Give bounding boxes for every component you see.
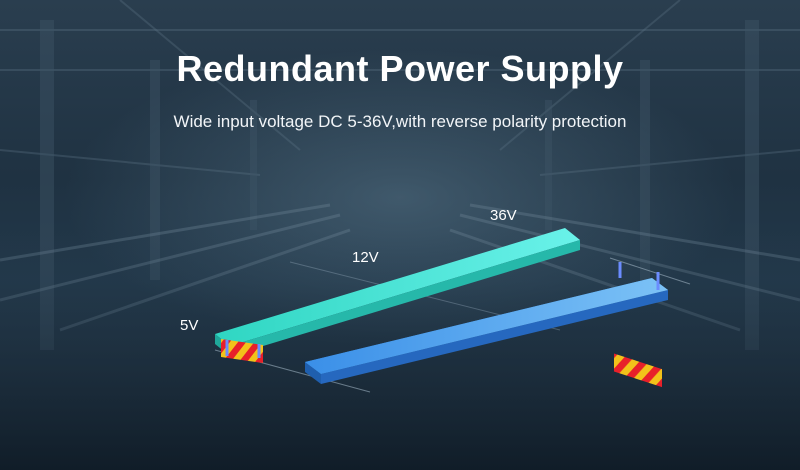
- label-12v: 12V: [352, 249, 379, 266]
- input-voltage-bar: [215, 228, 580, 356]
- label-5v: 5V: [180, 317, 198, 334]
- road-barrier-icon: [221, 339, 263, 363]
- label-36v: 36V: [490, 207, 517, 224]
- output-bar: [305, 278, 668, 384]
- guide-line-right: [609, 257, 691, 285]
- page-title: Redundant Power Supply: [176, 48, 624, 89]
- road-barrier-icon: [614, 262, 662, 388]
- page-subtitle: Wide input voltage DC 5-36V,with reverse…: [173, 112, 627, 131]
